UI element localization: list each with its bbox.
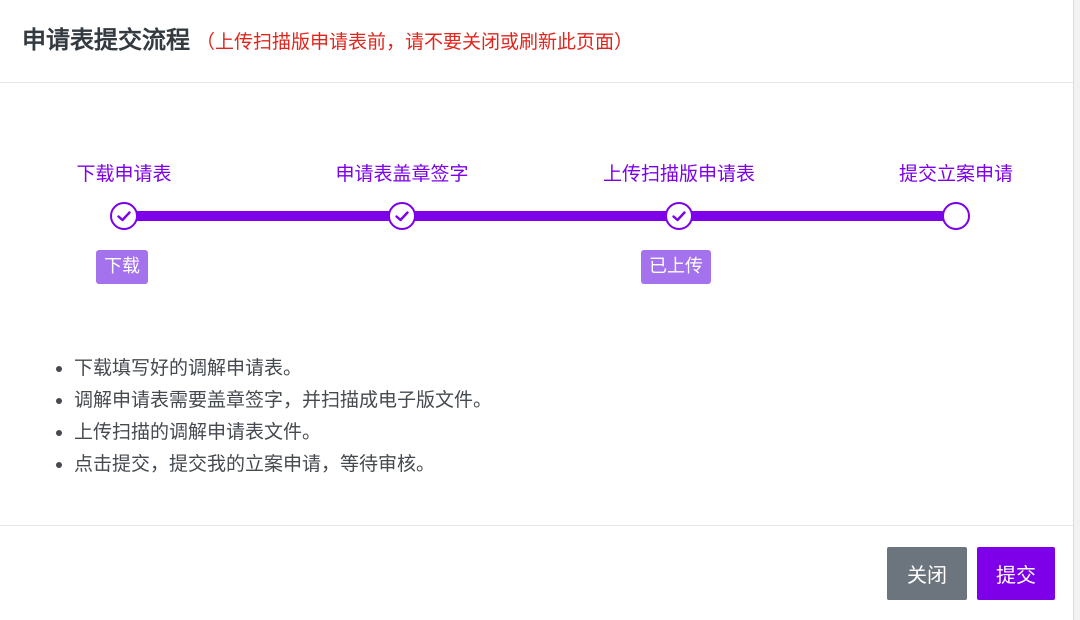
instruction-item: 下载填写好的调解申请表。 — [74, 352, 492, 384]
dialog-footer: 关闭 提交 — [0, 525, 1073, 620]
instruction-list: 下载填写好的调解申请表。 调解申请表需要盖章签字，并扫描成电子版文件。 上传扫描… — [50, 352, 492, 480]
page-background-edge — [1074, 0, 1080, 620]
check-icon — [117, 211, 131, 222]
step-connector-3 — [679, 211, 956, 221]
download-button[interactable]: 下载 — [96, 250, 148, 284]
step-connector-2 — [402, 211, 679, 221]
instruction-item: 点击提交，提交我的立案申请，等待审核。 — [74, 448, 492, 480]
step-label-download: 下载申请表 — [76, 163, 172, 185]
submit-button[interactable]: 提交 — [977, 547, 1055, 600]
dialog-header: 申请表提交流程 （上传扫描版申请表前，请不要关闭或刷新此页面） — [0, 0, 1073, 83]
step-label-upload: 上传扫描版申请表 — [602, 163, 756, 185]
step-node-upload — [665, 202, 693, 230]
step-node-sign — [388, 202, 416, 230]
check-icon — [395, 211, 409, 222]
uploaded-badge[interactable]: 已上传 — [641, 250, 711, 284]
dialog-warning: （上传扫描版申请表前，请不要关闭或刷新此页面） — [196, 31, 634, 53]
step-connector-1 — [124, 211, 402, 221]
instruction-item: 上传扫描的调解申请表文件。 — [74, 416, 492, 448]
check-icon — [672, 211, 686, 222]
step-node-download — [110, 202, 138, 230]
step-node-submit — [942, 202, 970, 230]
instruction-item: 调解申请表需要盖章签字，并扫描成电子版文件。 — [74, 384, 492, 416]
step-label-sign: 申请表盖章签字 — [335, 163, 469, 185]
step-label-submit: 提交立案申请 — [898, 163, 1014, 185]
dialog-title: 申请表提交流程 （上传扫描版申请表前，请不要关闭或刷新此页面） — [22, 24, 633, 58]
close-button[interactable]: 关闭 — [887, 547, 967, 600]
dialog-title-text: 申请表提交流程 — [22, 26, 190, 54]
progress-stepper: 下载申请表 申请表盖章签字 上传扫描版申请表 提交立案申请 下载 已上传 — [0, 83, 1073, 303]
